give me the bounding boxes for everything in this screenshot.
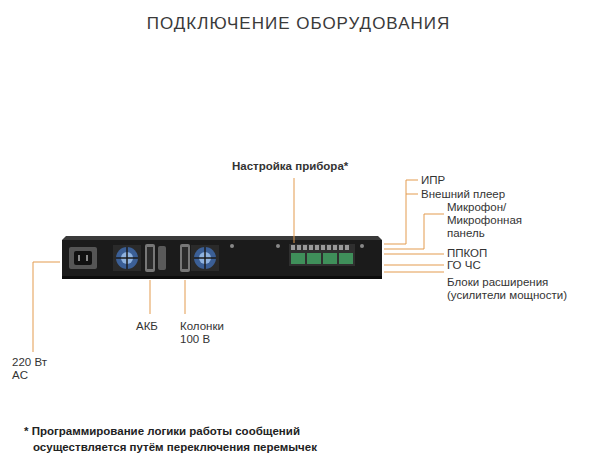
diagram-title: ПОДКЛЮЧЕНИЕ ОБОРУДОВАНИЯ (0, 14, 597, 34)
screw (230, 244, 234, 248)
connector (158, 246, 166, 270)
footnote: * Программирование логики работы сообщен… (24, 423, 368, 455)
leader-line (384, 254, 444, 255)
terminals (291, 253, 353, 264)
leader-line (384, 272, 444, 273)
device-top (62, 236, 382, 240)
leader-line (150, 280, 151, 314)
speaker-connector (180, 244, 190, 272)
connector-label: АКБ (136, 320, 176, 333)
fan (116, 247, 138, 269)
leader-line (406, 194, 418, 195)
leader-line (384, 180, 418, 244)
leader-line (384, 265, 444, 266)
connector-label: Колонки 100 В (180, 320, 234, 346)
leader-line (294, 178, 295, 243)
power-pin (86, 255, 88, 261)
terminal-block (289, 244, 355, 266)
device-rear-panel (62, 240, 382, 278)
power-pin (78, 255, 80, 261)
leader-line (384, 214, 444, 249)
jumpers (291, 245, 349, 250)
settings-label: Настройка прибора* (232, 160, 372, 173)
power-label: 220 Вт AC (12, 356, 58, 382)
input-label: Блоки расширения (усилители мощности) (447, 276, 589, 302)
fan-frame (113, 245, 141, 271)
leader-line (185, 280, 186, 314)
power-socket (74, 251, 92, 265)
input-label: ИПР (421, 174, 541, 187)
input-label: Внешний плеер (421, 188, 541, 201)
input-label: Микрофон/ Микрофонная панель (447, 201, 527, 240)
fan-grill (194, 247, 216, 269)
fan-grill (116, 247, 138, 269)
screw (360, 244, 364, 248)
leader-lines (33, 178, 444, 352)
power-inlet (69, 247, 97, 269)
input-label: ГО ЧС (447, 259, 547, 272)
device-bottom (62, 276, 382, 279)
fan-frame (191, 245, 219, 271)
speaker-connector-slot (182, 247, 188, 269)
battery-connector (145, 244, 155, 272)
leader-line (33, 262, 60, 352)
fan (194, 247, 216, 269)
screw (276, 244, 280, 248)
battery-connector-slot (147, 247, 153, 269)
input-label: ППКОП (447, 247, 547, 260)
